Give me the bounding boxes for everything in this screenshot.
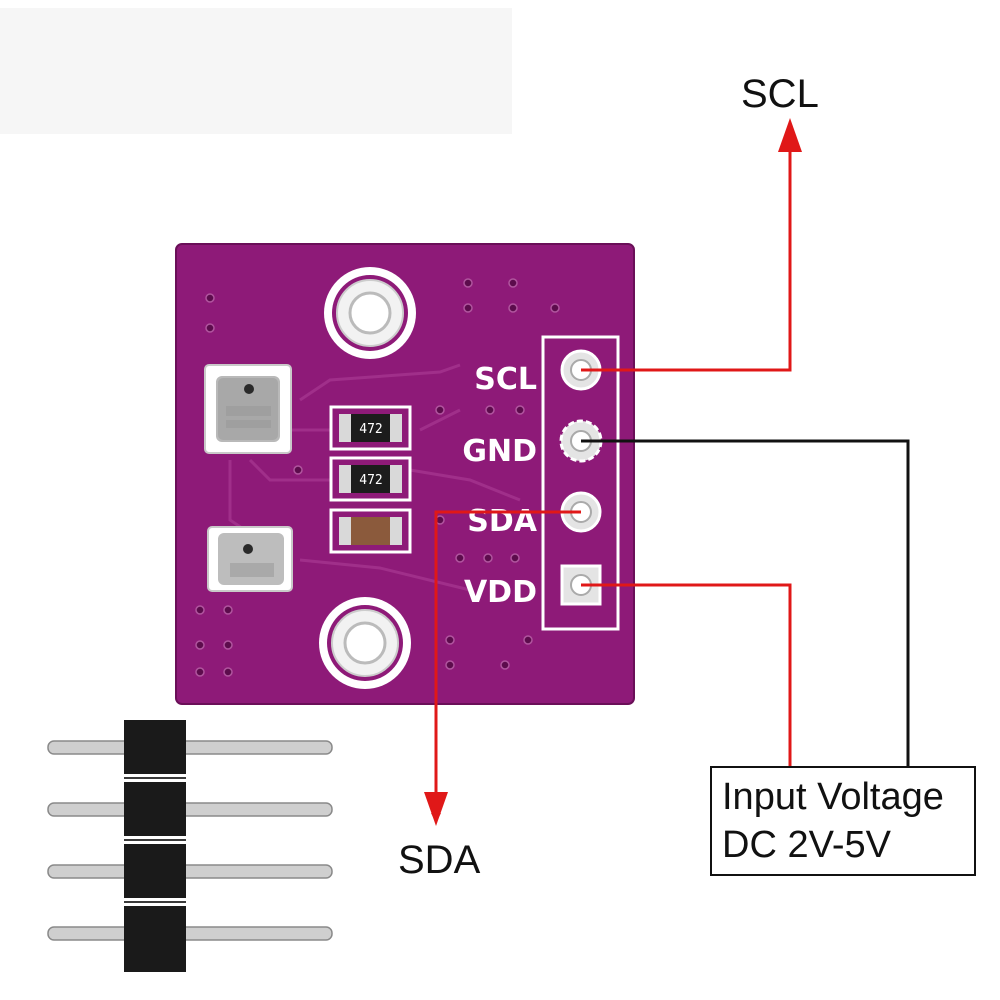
resistor-2: 472 (329, 456, 412, 502)
input-voltage-line2: DC 2V-5V (722, 824, 891, 866)
input-voltage-line1: Input Voltage (722, 776, 944, 818)
pin-label-scl: SCL (474, 362, 537, 397)
scl-arrow-icon (778, 118, 802, 152)
capacitor (329, 508, 412, 554)
scl-wire (581, 125, 795, 372)
sda-wire (431, 510, 581, 823)
gnd-wire (581, 439, 910, 766)
sda-callout-label: SDA (398, 838, 481, 882)
scl-callout-label: SCL (741, 72, 819, 116)
resistor-1: 472 (329, 405, 412, 451)
sda-arrow-icon (424, 792, 448, 826)
sensor-chip-bottom (207, 526, 293, 592)
pin-label-sda: SDA (467, 504, 538, 539)
pin-header-outline (541, 335, 620, 631)
pin-label-gnd: GND (462, 434, 537, 469)
mounting-hole-bottom (319, 597, 411, 689)
pin-label-vdd: VDD (464, 575, 537, 610)
background-patch (0, 8, 512, 134)
resistor-2-marking: 472 (359, 473, 382, 488)
input-voltage-box: Input Voltage DC 2V-5V (710, 766, 976, 876)
header-pins (47, 720, 333, 972)
vdd-wire (581, 583, 792, 766)
resistor-1-marking: 472 (359, 422, 382, 437)
sensor-chip-top (204, 364, 292, 454)
pcb-traces (228, 363, 521, 592)
mounting-hole-top (324, 267, 416, 359)
pcb-vias (195, 278, 560, 677)
pcb-board: 472 472 SCL GND SDA VDD (175, 243, 635, 705)
